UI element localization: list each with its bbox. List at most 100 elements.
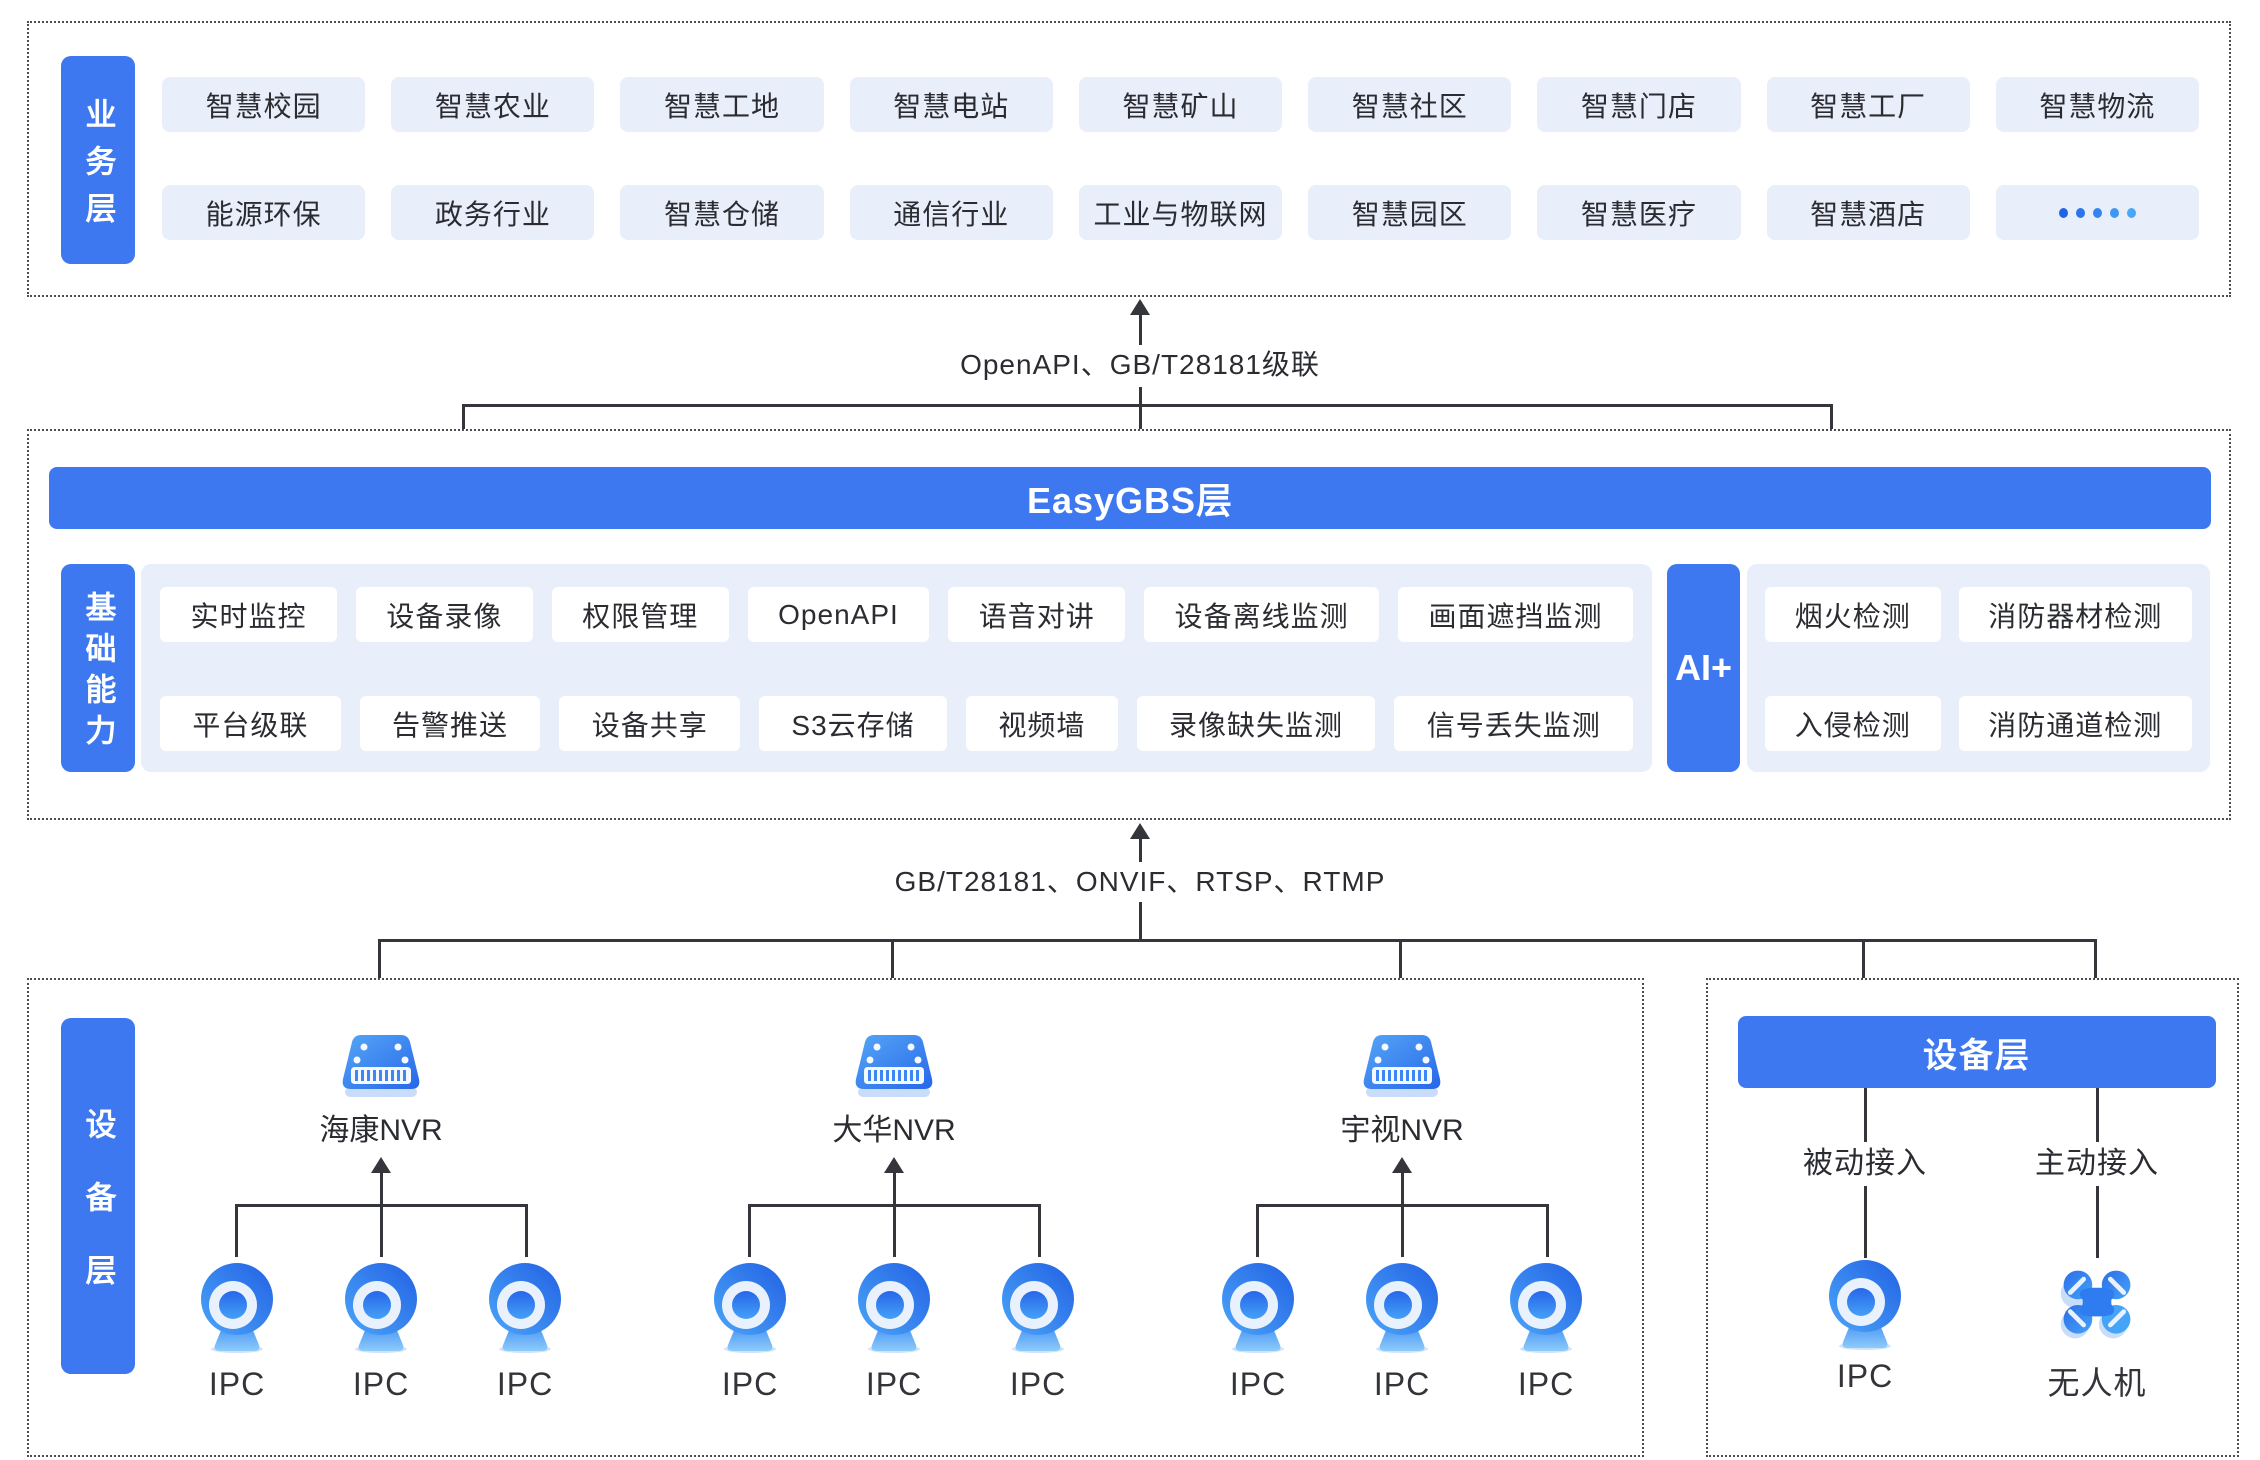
camera-cell: IPC — [335, 1261, 427, 1403]
nvr-center-shaft — [893, 1171, 896, 1257]
nvr-name: 宇视NVR — [1340, 1114, 1464, 1147]
nvr-group: 大华NVR — [704, 1031, 1084, 1403]
camera-label: IPC — [352, 1366, 410, 1402]
bracket-line — [462, 404, 1833, 407]
industry-chip: 通信行业 — [849, 185, 1053, 240]
device-label: IPC — [1836, 1358, 1894, 1394]
center-connector-line — [1139, 387, 1142, 465]
capability-chip: S3云存储 — [759, 696, 947, 751]
connector-line — [2095, 1088, 2099, 1142]
nvr-name: 大华NVR — [832, 1114, 956, 1147]
ipc-camera-icon — [1823, 1258, 1907, 1350]
center-connector-line-2 — [1139, 902, 1142, 942]
up-arrowhead — [371, 1157, 391, 1173]
nvr-icon — [1358, 1031, 1446, 1099]
camera-label: IPC — [721, 1366, 779, 1402]
protocol-link-label: GB/T28181、ONVIF、RTSP、RTMP — [740, 862, 1540, 902]
capability-chip: 画面遮挡监测 — [1398, 587, 1633, 642]
drone-icon — [2051, 1258, 2143, 1350]
ai-row-2: 入侵检测消防通道检测 — [1765, 696, 2192, 751]
capability-chip: 录像缺失监测 — [1136, 696, 1376, 751]
nvr-center-shaft — [380, 1171, 383, 1257]
connector-line — [2095, 1186, 2099, 1258]
ipc-camera-icon — [708, 1261, 792, 1358]
ipc-camera-icon — [483, 1261, 567, 1358]
camera-cell: IPC — [1356, 1261, 1448, 1403]
nvr-center-shaft — [1401, 1171, 1404, 1257]
camera-label: IPC — [496, 1366, 554, 1402]
camera-cell: IPC — [704, 1261, 796, 1403]
nvr-icon — [337, 1031, 425, 1099]
industry-chip: 智慧门店 — [1537, 77, 1741, 132]
camera-cell: IPC — [191, 1261, 283, 1403]
nvr-name: 海康NVR — [319, 1114, 443, 1147]
capability-chip: 权限管理 — [551, 587, 729, 642]
nvr-bracket-left-drop — [748, 1204, 751, 1257]
ipc-camera-icon — [996, 1261, 1080, 1358]
industry-chip: 智慧酒店 — [1766, 185, 1970, 240]
industry-row-2: 能源环保政务行业智慧仓储通信行业工业与物联网智慧园区智慧医疗智慧酒店 — [162, 185, 2199, 240]
up-arrowhead — [884, 1157, 904, 1173]
access-mode-label: 主动接入 — [2035, 1147, 2159, 1180]
industry-chip: 智慧工地 — [620, 77, 824, 132]
ai-capability-chip: 烟火检测 — [1765, 587, 1941, 642]
nvr-bracket-right-drop — [525, 1204, 528, 1257]
ai-capability-chip: 入侵检测 — [1765, 696, 1941, 751]
nvr-bracket-left-drop — [1256, 1204, 1259, 1257]
device-layer-banner: 设备层 — [1738, 1016, 2216, 1088]
ipc-camera-icon — [1360, 1261, 1444, 1358]
industry-row-1: 智慧校园智慧农业智慧工地智慧电站智慧矿山智慧社区智慧门店智慧工厂智慧物流 — [162, 77, 2199, 132]
device-label: 无人机 — [2047, 1365, 2147, 1401]
openapi-cascade-link-label: OpenAPI、GB/T28181级联 — [740, 345, 1540, 385]
industry-chip: 工业与物联网 — [1078, 185, 1283, 240]
up-arrowhead — [1392, 1157, 1412, 1173]
industry-chip: 智慧园区 — [1308, 185, 1512, 240]
business-layer-label: 业务层 — [61, 56, 135, 264]
ai-capability-chip: 消防器材检测 — [1958, 587, 2192, 642]
business-layer-section: 业务层 智慧校园智慧农业智慧工地智慧电站智慧矿山智慧社区智慧门店智慧工厂智慧物流… — [27, 21, 2231, 297]
camera-label: IPC — [208, 1366, 266, 1402]
nvr-bracket-right-drop — [1038, 1204, 1041, 1257]
easygbs-banner: EasyGBS层 — [49, 467, 2211, 529]
camera-label: IPC — [1373, 1366, 1431, 1402]
ipc-camera-icon — [1216, 1261, 1300, 1358]
industry-chip: 政务行业 — [391, 185, 595, 240]
connector-line — [1863, 1088, 1867, 1142]
device-layer-right-section: 设备层 被动接入 IPC 主动接入 — [1706, 978, 2239, 1457]
capability-chip: 设备离线监测 — [1144, 587, 1380, 642]
ipc-camera-icon — [195, 1261, 279, 1358]
camera-cell: IPC — [479, 1261, 571, 1403]
capability-chip: 平台级联 — [160, 696, 341, 751]
nvr-bracket-left-drop — [235, 1204, 238, 1257]
ai-capability-chip: 消防通道检测 — [1958, 696, 2192, 751]
industry-chip: 智慧医疗 — [1537, 185, 1741, 240]
capability-chip: 实时监控 — [160, 587, 337, 642]
industry-chip: 能源环保 — [162, 185, 366, 240]
camera-cell: IPC — [992, 1261, 1084, 1403]
ipc-camera-icon — [339, 1261, 423, 1358]
up-arrowhead — [1130, 299, 1150, 315]
industry-chip: 智慧电站 — [849, 77, 1053, 132]
drop-line-active — [2094, 939, 2097, 1016]
ipc-camera-icon — [852, 1261, 936, 1358]
nvr-bracket-line — [235, 1204, 528, 1207]
nvr-bracket-line — [748, 1204, 1041, 1207]
capability-chip: 视频墙 — [965, 696, 1118, 751]
capability-chip: 语音对讲 — [948, 587, 1126, 642]
nvr-bracket-right-drop — [1546, 1204, 1549, 1257]
nvr-group: 宇视NVR — [1212, 1031, 1592, 1403]
nvr-bracket-line — [1256, 1204, 1549, 1207]
capability-chip: 设备共享 — [559, 696, 741, 751]
passive-access-column: 被动接入 IPC — [1755, 1088, 1975, 1395]
industry-chip: 智慧仓储 — [620, 185, 824, 240]
camera-label: IPC — [865, 1366, 923, 1402]
industry-chip: 智慧校园 — [162, 77, 366, 132]
bus-line — [378, 939, 2097, 942]
ai-row-1: 烟火检测消防器材检测 — [1765, 587, 2192, 642]
camera-row: IPC — [191, 1261, 571, 1403]
top-arrow-shaft — [1139, 315, 1142, 345]
